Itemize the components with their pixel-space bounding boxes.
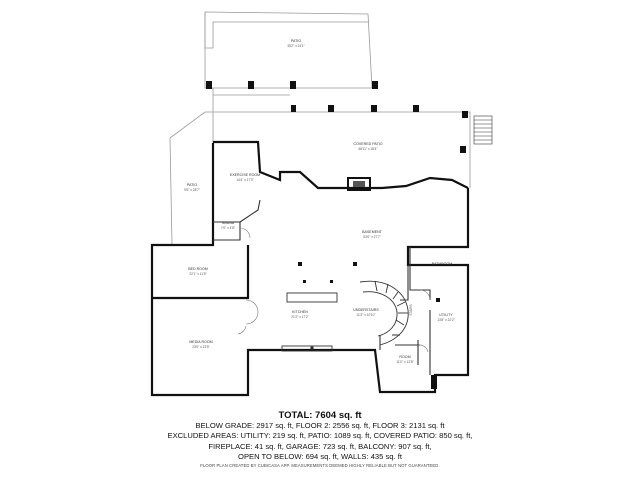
room-dims-bed-room: 22'1" x 11'5" xyxy=(189,272,206,276)
room-label-exercise-room: EXERCISE ROOM xyxy=(230,173,260,177)
room-label-media-room: MEDIA ROOM xyxy=(189,340,212,344)
room-dims-exercise-room: 14'4" x 17'3" xyxy=(236,178,253,182)
area-breakdown-line-1: BELOW GRADE: 2917 sq. ft, FLOOR 2: 2556 … xyxy=(195,421,445,430)
room-dims-covered-patio: 58'11" x 18'4" xyxy=(358,147,377,151)
floor-plan: PATIO 35'2" x 24'1" COVERED PATIO 58'11"… xyxy=(150,11,493,397)
room-label-understairs: UNDERSTAIRS xyxy=(353,308,379,312)
room-dims-media-room: 23'0" x 23'5" xyxy=(192,345,209,349)
area-breakdown-line-2: EXCLUDED AREAS: UTILITY: 219 sq. ft, PAT… xyxy=(167,431,473,440)
room-dims-sauna: 7'0" x 4'8" xyxy=(221,226,235,230)
total-area: TOTAL: 7604 sq. ft xyxy=(278,410,362,421)
room-dims-basement: 53'0" x 27'7" xyxy=(363,235,380,239)
room-label-utility: UTILITY xyxy=(439,313,453,317)
covered-patio-outline xyxy=(169,88,471,246)
patio-posts xyxy=(206,81,468,153)
exterior-walls xyxy=(150,140,470,397)
support-columns xyxy=(298,262,440,389)
room-label-covered-patio: COVERED PATIO xyxy=(353,142,382,146)
fireplace xyxy=(347,177,371,191)
area-breakdown-line-3: FIREPLACE: 41 sq. ft, GARAGE: 723 sq. ft… xyxy=(208,442,432,451)
room-label-stairs: STAIRS xyxy=(409,304,413,315)
room-label-room: ROOM xyxy=(399,355,410,359)
room-labels: PATIO 35'2" x 24'1" COVERED PATIO 58'11"… xyxy=(184,39,455,364)
room-dims-utility: 13'8" x 22'2" xyxy=(437,318,454,322)
room-dims-room: 11'0" x 12'8" xyxy=(396,360,413,364)
door-swings xyxy=(237,227,431,353)
spiral-staircase xyxy=(359,280,409,346)
disclaimer-footer: FLOOR PLAN CREATED BY CUBICASA APP. MEAS… xyxy=(200,463,440,468)
room-dims-patio-left: 9'6" x 28'7" xyxy=(184,188,200,192)
patio-outline xyxy=(204,11,373,89)
room-label-patio-top: PATIO xyxy=(291,39,301,43)
room-label-basement: BASEMENT xyxy=(362,230,383,234)
room-label-kitchen: KITCHEN xyxy=(292,310,308,314)
area-breakdown-line-4: OPEN TO BELOW: 694 sq. ft, WALLS: 435 sq… xyxy=(238,452,402,461)
room-label-bathroom: BATHROOM xyxy=(432,262,453,266)
room-label-sauna: SAUNA xyxy=(222,221,235,225)
interior-walls xyxy=(213,199,431,375)
room-dims-kitchen: 21'2" x 17'2" xyxy=(291,315,308,319)
exterior-stairs xyxy=(473,115,493,145)
room-label-patio-left: PATIO xyxy=(187,183,197,187)
kitchen-counters xyxy=(281,292,338,352)
room-label-bed-room: BED ROOM xyxy=(188,267,208,271)
room-dims-patio-top: 35'2" x 24'1" xyxy=(287,44,304,48)
room-dims-understairs: 11'3" x 10'10" xyxy=(356,313,375,317)
